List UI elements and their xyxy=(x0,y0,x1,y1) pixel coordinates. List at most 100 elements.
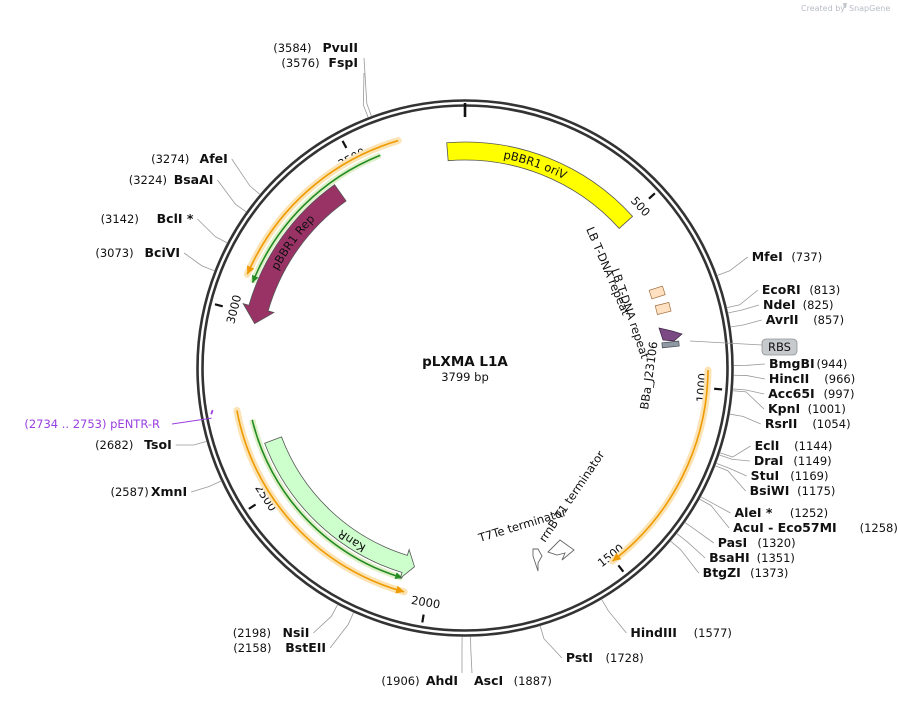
site-leader xyxy=(601,598,627,634)
site-leader xyxy=(727,304,760,314)
site-leader xyxy=(470,636,473,674)
site-position: (3274) xyxy=(151,152,189,166)
site-label-group: FspI(3576) xyxy=(281,55,358,70)
site-label-group: RsrII(1054) xyxy=(765,416,851,431)
site-position: (1169) xyxy=(790,469,828,483)
cds-track xyxy=(251,419,403,579)
snapgene-credit: Created by SnapGene xyxy=(801,3,890,13)
site-position: (1001) xyxy=(808,402,846,416)
site-label-group: AfeI(3274) xyxy=(151,151,228,166)
site-position: (2198) xyxy=(233,626,271,640)
orf-arrowhead xyxy=(612,552,622,562)
site-position: (3584) xyxy=(273,41,311,55)
backbone-outer-strand xyxy=(196,99,734,637)
site-label-group: AscI (1887) xyxy=(474,673,552,688)
orf-arrowhead xyxy=(395,585,405,594)
site-label-group: EcoRI(813) xyxy=(762,282,840,297)
site-name: PasI xyxy=(718,535,747,550)
lb-repeat-1-marker xyxy=(648,285,666,300)
site-leader xyxy=(313,604,339,634)
site-name: Acc65I xyxy=(768,386,815,401)
site-label-group: NsiI (2198) xyxy=(233,625,310,640)
site-position: (1906) xyxy=(381,674,419,688)
site-position: (1373) xyxy=(750,566,788,580)
tick-mark xyxy=(214,303,224,308)
site-label-group: PstI(1728) xyxy=(566,650,644,665)
site-leader xyxy=(714,465,746,492)
primer-binding-site: (2734 .. 2753) pENTR-R xyxy=(24,409,214,431)
plasmid-backbone xyxy=(196,99,734,637)
site-leader xyxy=(719,445,751,458)
site-label-group: AvrII (857) xyxy=(766,312,844,327)
site-position: (1320) xyxy=(757,536,795,550)
site-leader xyxy=(732,390,765,410)
site-leader xyxy=(183,252,215,272)
site-leader xyxy=(670,540,699,574)
site-position: (857) xyxy=(813,313,844,327)
orf-arrowhead xyxy=(247,265,255,275)
site-position: (1887) xyxy=(514,674,552,688)
site-leader xyxy=(362,72,369,118)
site-leader xyxy=(730,319,762,328)
site-label-group: AhdI(1906) xyxy=(381,673,458,688)
site-position: (3576) xyxy=(281,56,319,70)
site-position: (1577) xyxy=(694,626,732,640)
site-label-group: BtgZI (1373) xyxy=(703,565,789,580)
site-name: HincII xyxy=(769,371,809,386)
site-name: AscI xyxy=(474,673,503,688)
site-name: DraI xyxy=(754,453,784,468)
primer-mark xyxy=(210,409,214,415)
site-name: KpnI xyxy=(768,401,800,416)
cds-arrowhead xyxy=(251,274,259,283)
credit-brand: SnapGene xyxy=(849,4,890,13)
site-leader xyxy=(231,158,261,195)
tick-mark xyxy=(648,192,656,200)
site-position: (737) xyxy=(791,250,822,264)
rbs-leader xyxy=(689,340,763,346)
tick-mark xyxy=(421,614,425,623)
site-leader xyxy=(197,218,228,244)
rbs-label-box xyxy=(761,338,798,356)
site-name: AvrII xyxy=(766,312,799,327)
snapgene-logo-icon xyxy=(843,3,847,8)
site-name: BsaHI xyxy=(709,550,750,565)
site-name: AcuI - Eco57MI xyxy=(733,520,837,535)
pbbr1-oriv-feature xyxy=(446,141,634,229)
site-leader xyxy=(733,374,765,380)
plasmid-name: pLXMA L1A xyxy=(422,354,508,370)
site-leader xyxy=(729,413,761,425)
site-name: MfeI xyxy=(752,249,783,264)
site-label-group: BsiWI(1175) xyxy=(750,483,836,498)
site-position: (1258) xyxy=(860,521,898,535)
site-name: BtgZI xyxy=(703,565,741,580)
site-leader xyxy=(684,522,714,544)
site-name: BstEII xyxy=(285,640,326,655)
site-name: NsiI xyxy=(283,625,310,640)
site-name: EcoRI xyxy=(762,282,801,297)
orf-arrow xyxy=(236,410,405,593)
open-reading-frames xyxy=(233,137,712,596)
site-name: PvuII xyxy=(322,40,358,55)
tick-mark xyxy=(617,564,625,573)
site-position: (3224) xyxy=(129,173,167,187)
site-leader xyxy=(716,256,748,276)
tick-label: 2000 xyxy=(410,593,441,612)
site-name: HindIII xyxy=(630,625,677,640)
t7te-terminator-icon xyxy=(532,548,543,572)
site-position: (1054) xyxy=(812,417,850,431)
site-leader xyxy=(676,533,706,559)
credit-prefix: Created by xyxy=(801,4,845,13)
site-position: (3073) xyxy=(95,246,133,260)
site-label-group: HincII(966) xyxy=(769,371,855,386)
site-position: (3142) xyxy=(101,212,139,226)
site-label-group: EclI(1144) xyxy=(755,438,833,453)
promoter-arrow-icon xyxy=(658,327,683,342)
site-leader xyxy=(718,454,750,462)
site-leader xyxy=(539,625,563,659)
site-position: (2587) xyxy=(110,485,148,499)
site-name: EclI xyxy=(755,438,780,453)
site-leader xyxy=(733,363,766,366)
site-label-group: MfeI (737) xyxy=(752,249,823,264)
lb-repeat-2-marker xyxy=(654,302,672,315)
